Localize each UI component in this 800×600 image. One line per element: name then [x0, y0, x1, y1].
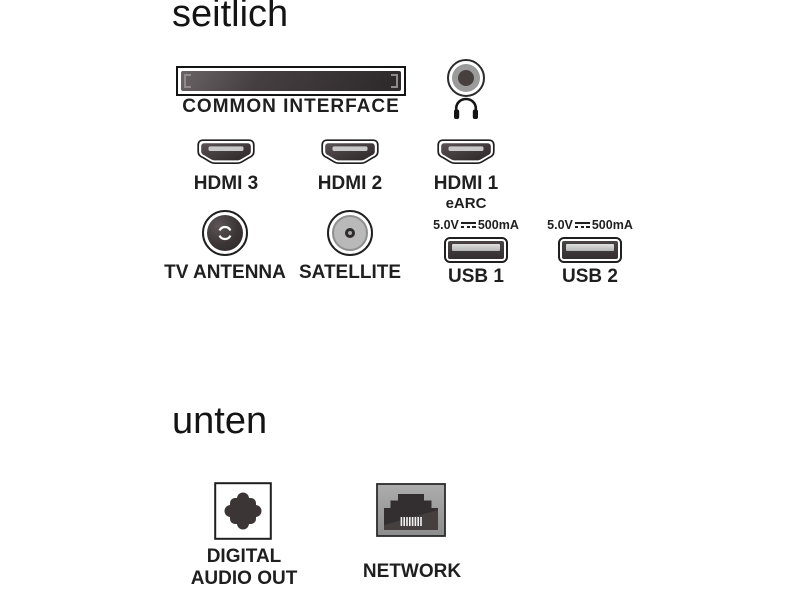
headphones-icon [454, 97, 478, 119]
satellite-center-pin [345, 228, 355, 238]
headphone-jack-hole [458, 70, 474, 86]
tv-antenna-connector-icon [202, 210, 248, 256]
tv-antenna-connector-face [207, 215, 243, 251]
hdmi3-label: HDMI 3 [193, 173, 259, 194]
usb2-voltage: 5.0V [547, 218, 573, 232]
usb-port-opening [448, 241, 504, 259]
tv-antenna-label: TV ANTENNA [164, 262, 286, 283]
hdmi3-port-group: HDMI 3 [176, 139, 276, 194]
usb1-voltage: 5.0V [433, 218, 459, 232]
optical-audio-port-icon [214, 482, 272, 540]
ci-slot-left-bracket [184, 74, 191, 88]
usb-port-icon [558, 237, 622, 263]
hdmi-port-icon [197, 139, 255, 165]
usb1-group: 5.0V 500mA USB 1 [430, 218, 522, 287]
network-label: NETWORK [362, 561, 462, 582]
usb-port-tongue [452, 244, 500, 251]
usb2-current: 500mA [591, 218, 633, 232]
usb2-label: USB 2 [562, 266, 618, 287]
section-title-side: seitlich [172, 0, 289, 35]
hdmi2-port-group: HDMI 2 [300, 139, 400, 194]
digital-audio-out-label-line2: AUDIO OUT [190, 568, 298, 589]
satellite-group: SATELLITE [280, 210, 420, 283]
tv-antenna-group: TV ANTENNA [155, 210, 295, 283]
common-interface-slot-icon [176, 66, 406, 96]
usb2-power-rating: 5.0V 500mA [544, 218, 636, 232]
hdmi2-label: HDMI 2 [317, 173, 383, 194]
usb1-power-rating: 5.0V 500mA [430, 218, 522, 232]
usb2-group: 5.0V 500mA USB 2 [544, 218, 636, 287]
satellite-label: SATELLITE [298, 262, 402, 283]
dc-power-icon [574, 222, 590, 228]
ci-slot-right-bracket [391, 74, 398, 88]
satellite-connector-icon [327, 210, 373, 256]
common-interface-slot-opening [181, 71, 401, 91]
dc-power-icon [460, 222, 476, 228]
headphone-jack-icon [447, 59, 485, 97]
coax-center-ring-icon [218, 225, 232, 241]
usb-port-tongue [566, 244, 614, 251]
usb1-current: 500mA [477, 218, 519, 232]
digital-audio-out-label-line1: DIGITAL [206, 546, 282, 567]
digital-audio-out-label: DIGITAL AUDIO OUT [174, 546, 314, 590]
usb1-label: USB 1 [448, 266, 504, 287]
section-title-bottom: unten [172, 400, 268, 442]
usb-port-icon [444, 237, 508, 263]
common-interface-label: COMMON INTERFACE [182, 96, 400, 117]
satellite-connector-face [332, 215, 368, 251]
hdmi-port-icon [437, 139, 495, 165]
hdmi-port-icon [321, 139, 379, 165]
hdmi1-earc-label: eARC [445, 195, 487, 212]
headphone-jack-ring [452, 64, 480, 92]
hdmi1-label: HDMI 1 [433, 173, 499, 194]
ethernet-port-icon [376, 483, 446, 537]
hdmi1-port-group: HDMI 1 eARC [416, 139, 516, 212]
usb-port-opening [562, 241, 618, 259]
